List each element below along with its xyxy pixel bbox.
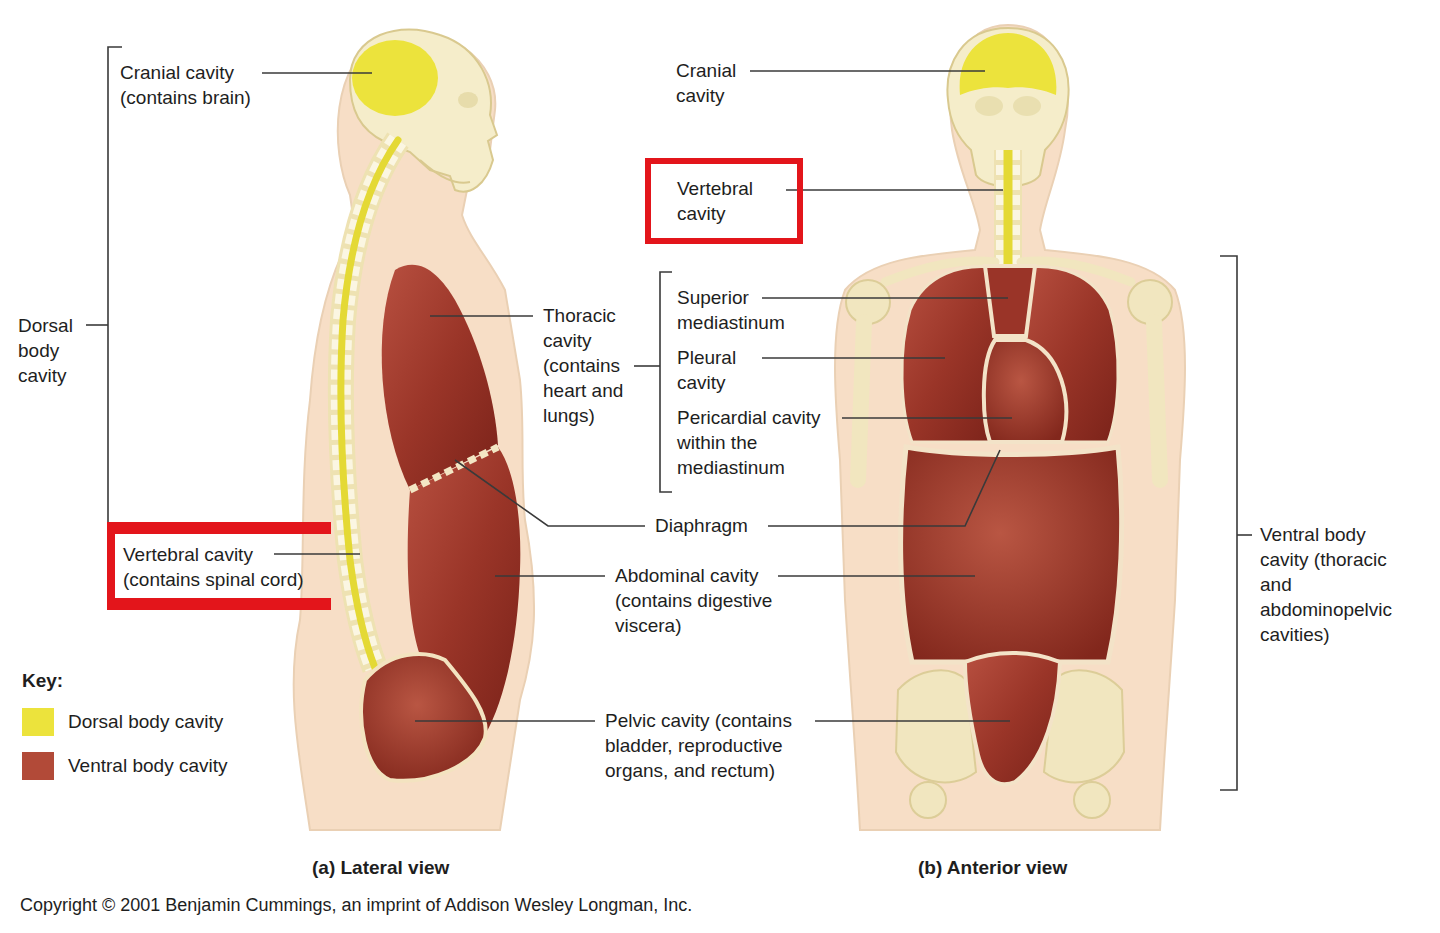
label-box: (a) Lateral view: [312, 855, 449, 880]
lateral-figure: [294, 29, 534, 830]
abdominal-cavity: [901, 447, 1122, 662]
label-text: Pelvic cavity (contains bladder, reprodu…: [605, 708, 805, 783]
pelvic-cavity: [361, 654, 486, 781]
legend-swatch: [22, 708, 54, 736]
superior-mediastinum: [985, 266, 1035, 336]
dorsal-bracket: [108, 47, 122, 602]
label-box: Dorsal body cavity: [18, 313, 93, 388]
cervical-vertebrae: [994, 150, 1022, 268]
label-text: (a) Lateral view: [312, 855, 449, 880]
leader-line: [86, 324, 108, 326]
label-box: Abdominal cavity (contains digestive vis…: [615, 563, 815, 638]
label-box: Copyright © 2001 Benjamin Cummings, an i…: [20, 893, 692, 918]
vertebrae: [996, 150, 1020, 268]
diaphragm: [410, 447, 498, 490]
leader-line: [634, 365, 660, 367]
femur-head: [1074, 782, 1110, 818]
label-text: Diaphragm: [655, 513, 748, 538]
label-box: Ventral body cavity (thoracic and abdomi…: [1260, 522, 1415, 647]
anterior-figure: [835, 25, 1185, 830]
label-text: Pericardial cavity within the mediastinu…: [677, 405, 847, 480]
node-text: Vertebral cavity (contains spinal cord): [123, 542, 323, 592]
leader-line: [262, 72, 372, 74]
leader-line: [762, 297, 1008, 299]
label-text: Cranial cavity (contains brain): [120, 60, 290, 110]
label-box: Cranial cavity (contains brain): [120, 60, 290, 110]
label-box: Pleural cavity: [677, 345, 757, 395]
label-box: Cranial cavity: [676, 58, 756, 108]
eye-socket: [458, 92, 478, 108]
label-text: Dorsal body cavity: [18, 313, 93, 388]
leader-line: [762, 357, 945, 359]
legend-text: Dorsal body cavity: [68, 709, 223, 734]
body-silhouette: [835, 25, 1185, 830]
eye-socket: [975, 96, 1003, 116]
leader-line: [415, 720, 595, 722]
brain: [352, 40, 438, 116]
femur-head: [910, 782, 946, 818]
eye-socket: [1013, 96, 1041, 116]
leader-line: [815, 720, 1010, 722]
label-text: (b) Anterior view: [918, 855, 1067, 880]
humerus: [1154, 322, 1160, 480]
label-text: Thoracic cavity (contains heart and lung…: [543, 303, 648, 428]
brain: [960, 33, 1057, 95]
label-text: Cranial cavity: [676, 58, 756, 108]
legend-swatch: [22, 752, 54, 780]
leader-lines: [86, 47, 1252, 790]
pelvic-cavity: [965, 653, 1060, 784]
label-box: Pericardial cavity within the mediastinu…: [677, 405, 847, 480]
leader-line: [430, 315, 533, 317]
leader-line: [768, 450, 1000, 526]
pelvic-bone: [896, 670, 976, 782]
leader-line: [495, 575, 605, 577]
node-text: Vertebral cavity: [677, 176, 777, 226]
highlight-box: Vertebral cavity: [645, 158, 803, 244]
label-text: Key:: [22, 668, 63, 693]
label-text: Ventral body cavity (thoracic and abdomi…: [1260, 522, 1415, 647]
jaw: [420, 160, 470, 183]
label-text: Abdominal cavity (contains digestive vis…: [615, 563, 815, 638]
label-box: Diaphragm: [655, 513, 748, 538]
leader-line: [1237, 534, 1252, 536]
label-box: Key:: [22, 668, 63, 693]
label-box: Superior mediastinum: [677, 285, 817, 335]
leader-line: [750, 70, 985, 72]
legend-text: Ventral body cavity: [68, 753, 227, 778]
leader-line: [455, 460, 645, 526]
mediastinum-bracket: [660, 272, 672, 492]
label-box: Pelvic cavity (contains bladder, reprodu…: [605, 708, 805, 783]
label-text: Copyright © 2001 Benjamin Cummings, an i…: [20, 893, 692, 918]
spinal-cord: [1004, 150, 1013, 266]
thoracic-cavity: [382, 265, 498, 490]
ventral-bracket: [1220, 256, 1237, 790]
label-text: Pleural cavity: [677, 345, 757, 395]
humerus: [858, 322, 864, 480]
leader-line: [778, 575, 975, 577]
label-text: Superior mediastinum: [677, 285, 817, 335]
highlight-box: Vertebral cavity (contains spinal cord): [107, 522, 331, 610]
leader-line: [842, 417, 1012, 419]
leader-line: [274, 553, 360, 555]
label-box: (b) Anterior view: [918, 855, 1067, 880]
pericardial-cavity: [984, 340, 1066, 442]
label-box: Thoracic cavity (contains heart and lung…: [543, 303, 648, 428]
leader-line: [786, 189, 1003, 191]
